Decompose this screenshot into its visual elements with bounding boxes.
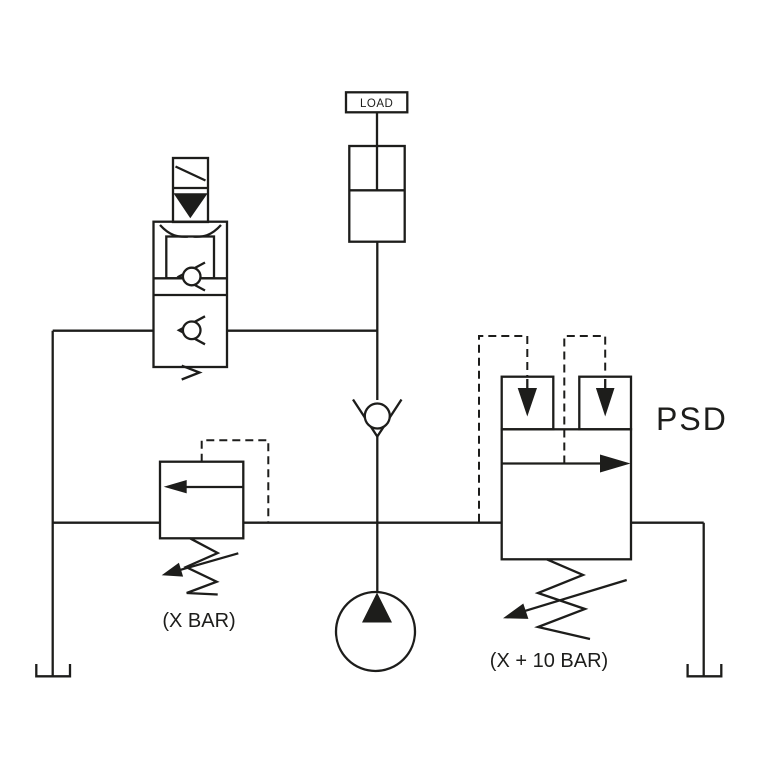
solenoid-flow-control-valve-icon (152, 156, 229, 381)
relief-setting-label: (X BAR) (162, 610, 235, 632)
psd-pilot-arrow-left-icon (517, 388, 537, 417)
solenoid-triangle-icon (173, 193, 208, 219)
relief-arrowhead-icon (163, 480, 187, 494)
psd-external-pilot-line (478, 335, 529, 522)
relief-pilot-line (200, 439, 270, 522)
load-label: LOAD (360, 98, 393, 110)
psd-setting-label: (X + 10 BAR) (490, 650, 608, 672)
psd-internal-pilot-line (563, 335, 607, 464)
tank-icon-right (686, 664, 723, 678)
cylinder-icon (348, 112, 406, 243)
pump-icon (334, 590, 417, 673)
solid-symbols (161, 193, 631, 623)
pilot-lines (200, 335, 607, 522)
psd-adjust-arrowhead-icon (503, 603, 529, 619)
psd-valve-icon (500, 375, 633, 641)
psd-label: PSD (656, 401, 728, 437)
check-valve-icon (352, 398, 403, 439)
psd-pilot-arrow-right-icon (595, 388, 615, 417)
relief-adjust-arrowhead-icon (161, 562, 184, 577)
pump-flow-triangle-icon (362, 592, 392, 623)
psd-arrowhead-icon (600, 454, 631, 473)
labels: LOAD PSD (X BAR) (X + 10 BAR) (162, 98, 728, 672)
line-work (35, 91, 723, 678)
tank-icon-left (35, 664, 72, 678)
